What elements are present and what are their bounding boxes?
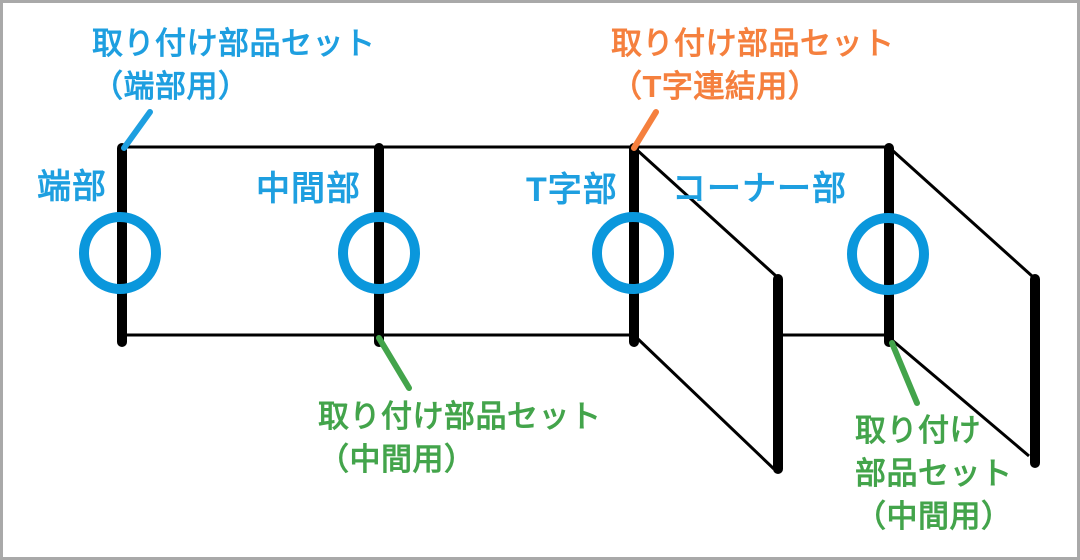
part-label-t-junction: T字部 xyxy=(526,171,618,209)
highlight-circle-t-junction xyxy=(592,212,674,294)
annotation-middle-parts-set-right: 取り付け 部品セット （中間用） xyxy=(855,409,1013,538)
annotation-line: （中間用） xyxy=(318,442,476,477)
leader-line-t-joint-set xyxy=(631,109,659,151)
annotation-line: （端部用） xyxy=(92,69,250,104)
part-label-corner: コーナー部 xyxy=(672,170,847,208)
annotation-end-parts-set: 取り付け部品セット （端部用） xyxy=(92,22,376,108)
corner-panel-top-edge xyxy=(890,148,1034,278)
highlight-circle-corner xyxy=(847,213,929,295)
annotation-line: 取り付け部品セット xyxy=(318,399,602,434)
leader-line-middle-set xyxy=(376,335,412,391)
leader-line-middle-set-right xyxy=(889,340,920,406)
corner-panel-bottom-edge xyxy=(891,338,1030,458)
annotation-middle-parts-set: 取り付け部品セット （中間用） xyxy=(318,395,602,481)
annotation-line: （T字連結用） xyxy=(611,69,820,104)
highlight-circle-end xyxy=(79,212,161,294)
part-label-middle: 中間部 xyxy=(256,170,361,208)
annotation-line: 取り付け xyxy=(855,413,981,448)
t-branch-panel-bottom-edge xyxy=(636,337,776,471)
annotation-line: 部品セット xyxy=(855,456,1013,491)
annotation-line: 取り付け部品セット xyxy=(92,26,376,61)
part-label-end: 端部 xyxy=(37,168,107,206)
annotation-t-joint-parts-set: 取り付け部品セット （T字連結用） xyxy=(611,22,895,108)
t-branch-panel-top-edge xyxy=(635,148,778,278)
annotation-line: （中間用） xyxy=(855,499,1013,534)
annotation-line: 取り付け部品セット xyxy=(611,26,895,61)
leader-line-end-set xyxy=(121,109,153,151)
highlight-circle-middle xyxy=(338,212,420,294)
